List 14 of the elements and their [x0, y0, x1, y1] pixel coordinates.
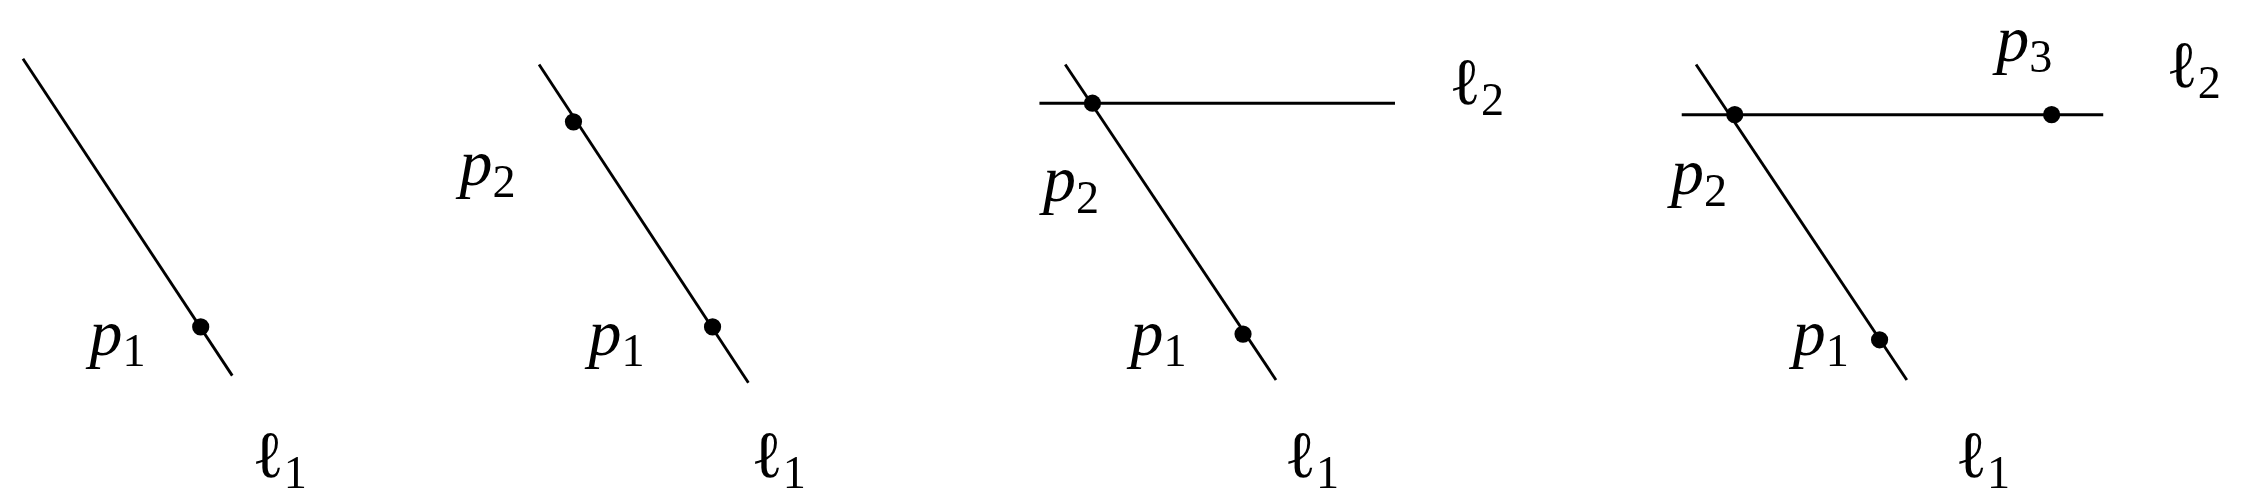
line-label: ℓ$_{1}$ [751, 422, 806, 496]
line-label: ℓ$_{2}$ [1449, 49, 1505, 123]
point-dot [2043, 106, 2061, 124]
line-label: ℓ$_{1}$ [1955, 422, 2011, 496]
point-dot [1234, 325, 1252, 343]
point-dot [1726, 106, 1744, 124]
point-dot [703, 318, 722, 336]
line-label: ℓ$_{1}$ [252, 422, 307, 496]
point-dot [1083, 94, 1102, 112]
point-dot [564, 113, 583, 131]
line-label: ℓ$_{1}$ [1284, 422, 1340, 496]
point-dot [192, 318, 210, 336]
point-dot [1871, 331, 1889, 349]
line-label: ℓ$_{2}$ [2166, 32, 2221, 106]
